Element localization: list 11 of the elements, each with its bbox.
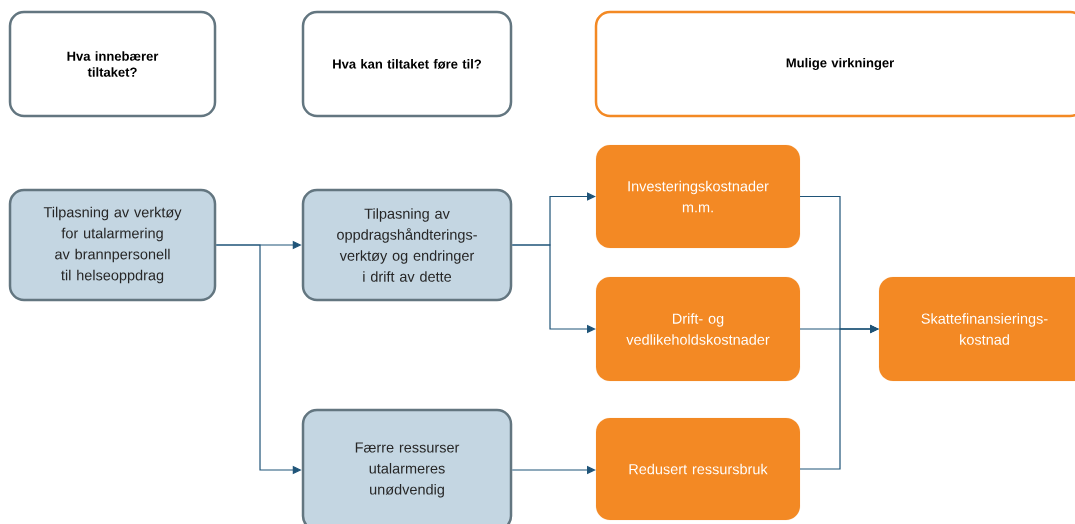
effect-box: Redusert ressursbruk	[595, 417, 801, 521]
column-heading-box: Hva innebærer tiltaket?	[8, 10, 217, 118]
process-box: Tilpasning av verktøy for utalarmering av brannpersonell til helseoppdrag	[8, 188, 217, 302]
column-heading-box: Hva kan tiltaket føre til?	[301, 10, 513, 118]
process-box: Færre ressurser utalarmeres unødvendig	[301, 408, 513, 524]
process-box: Tilpasning av oppdragshåndterings-verktøy og endringer i drift av dette	[301, 188, 513, 302]
arrow	[799, 324, 879, 470]
effect-box: Drift- og vedlikeholdskostnader	[595, 276, 801, 382]
effect-box: Investeringskostnader m.m.	[595, 144, 801, 249]
column-heading-box: Mulige virkninger	[594, 10, 1075, 118]
effect-box: Skattefinansierings-kostnad	[878, 276, 1075, 382]
